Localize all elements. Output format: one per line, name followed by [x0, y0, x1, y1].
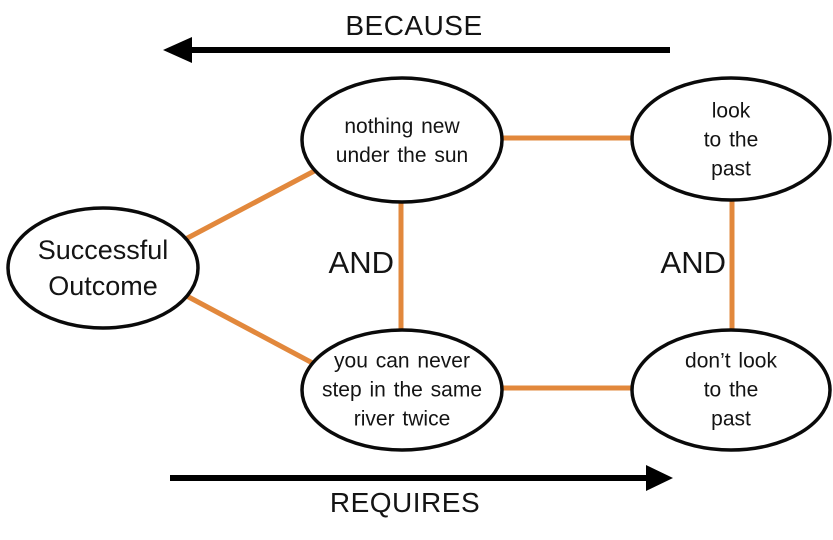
node-label-nothing-new: nothing new under the sun — [335, 115, 469, 167]
node-ellipse-never-step — [300, 328, 504, 452]
node-ellipse-successful-outcome — [6, 206, 200, 330]
and-label-right: AND — [660, 245, 726, 280]
node-label-dont-look: don’t look to the past — [685, 349, 777, 431]
requires-arrowhead-right-icon — [646, 465, 673, 491]
because-label: BECAUSE — [345, 10, 483, 41]
node-label-look-to-past: look to the past — [703, 99, 759, 181]
node-ellipse-dont-look — [630, 328, 832, 452]
node-ellipse-nothing-new — [300, 76, 504, 204]
node-label-successful-outcome: Successful Outcome — [37, 235, 169, 301]
node-ellipse-look-to-past — [630, 76, 832, 202]
because-arrowhead-left-icon — [163, 37, 192, 63]
requires-label: REQUIRES — [329, 487, 481, 518]
connector-outcome-nothingnew — [178, 165, 322, 245]
connector-outcome-neverstep — [181, 291, 322, 370]
node-label-never-step: you can never step in the same river twi… — [321, 349, 483, 431]
and-label-middle: AND — [328, 245, 394, 280]
